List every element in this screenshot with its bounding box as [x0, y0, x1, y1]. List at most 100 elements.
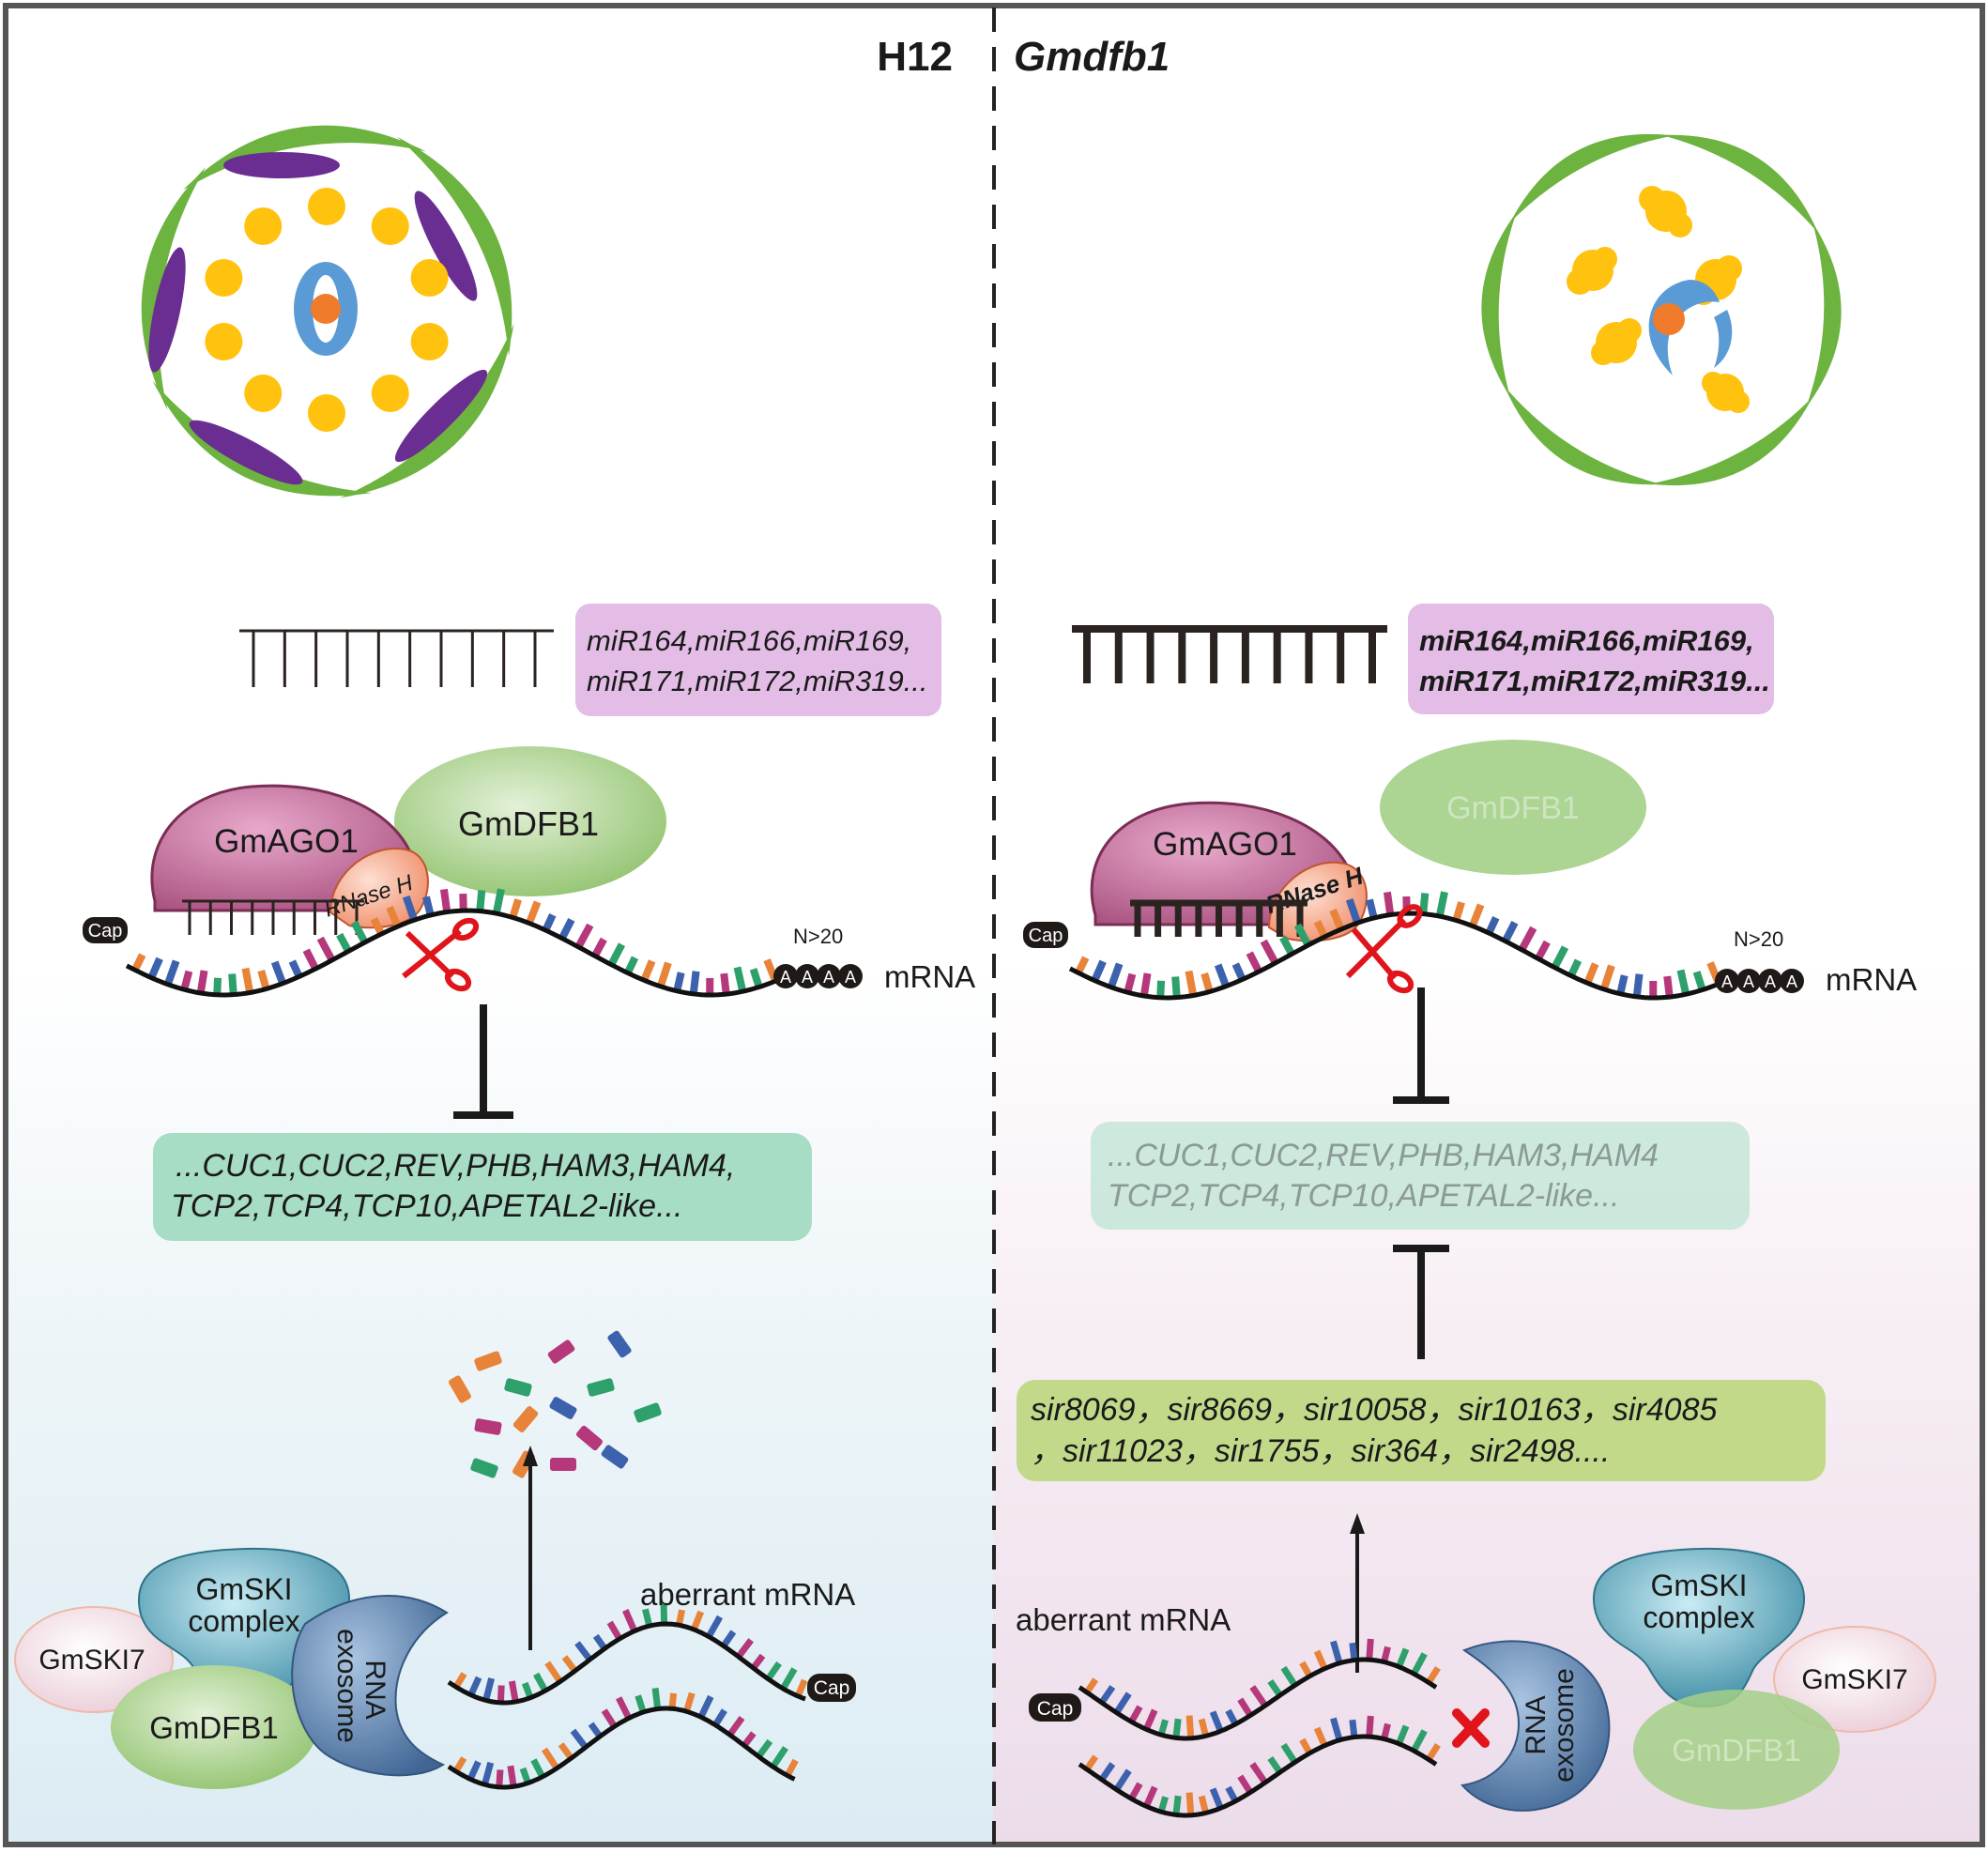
- inhibition-arrow-right-top: [1393, 987, 1449, 1104]
- nucleotide-base: [1485, 916, 1500, 935]
- rna-fragment: [549, 1397, 577, 1419]
- rna-exosome-right-shape: [1460, 1640, 1611, 1812]
- sepal: [1649, 397, 1813, 486]
- nucleotide-base: [402, 895, 419, 922]
- gmdfb1-protein-right-faded: [1380, 740, 1646, 875]
- nucleotide-base: [257, 970, 270, 990]
- cap-aberrant-label-left: Cap: [814, 1677, 850, 1699]
- nucleotide-base: [756, 1738, 773, 1759]
- nucleotide-base: [622, 1609, 638, 1633]
- nucleotide-base: [1185, 970, 1198, 997]
- stamen-dot: [410, 259, 449, 298]
- gmski7-protein-right: [1773, 1626, 1936, 1733]
- nucleotide-base: [683, 1691, 696, 1713]
- stamen: [205, 188, 449, 432]
- stamen-dot: [205, 259, 243, 298]
- mirna-list-right-line2: miR171,miR172,miR319...: [1419, 665, 1770, 697]
- nucleotide-base: [1616, 974, 1629, 995]
- nucleotide-base: [350, 920, 369, 944]
- gmski-label-left-line2: complex: [188, 1604, 299, 1638]
- rna-fragment: [470, 1458, 498, 1478]
- nucleotide-base: [656, 961, 672, 988]
- nucleotide-base: [750, 1653, 766, 1671]
- carpel: [294, 262, 358, 356]
- nucleotide-base: [336, 932, 352, 954]
- rna-exosome-label-right-line1: RNA: [1521, 1695, 1552, 1754]
- gmdfb1-protein-left-bottom: [111, 1665, 317, 1789]
- nucleotide-base: [1551, 945, 1569, 970]
- mirna-box-right: [1408, 604, 1774, 714]
- nucleotide-base: [1518, 926, 1537, 952]
- nucleotide-base: [1084, 1677, 1099, 1694]
- nucleotide-base: [370, 917, 385, 936]
- svg-text:A: A: [823, 968, 834, 987]
- stamen-dot: [308, 188, 345, 225]
- cap-aberrant-right: [1029, 1693, 1081, 1722]
- nucleotide-base: [302, 948, 319, 971]
- target-genes-right-line2: TCP2,TCP4,TCP10,APETAL2-like...: [1108, 1178, 1619, 1214]
- nucleotide-base: [1113, 1691, 1132, 1715]
- nucleotide-base: [558, 918, 575, 941]
- nucleotide-base: [1535, 940, 1551, 961]
- nucleotide-base: [640, 959, 656, 982]
- mrna-backbone: [125, 908, 785, 998]
- nucleotide-base: [1426, 1666, 1441, 1685]
- nucleotide-base: [1349, 1642, 1358, 1661]
- nucleotide-base: [1225, 1708, 1239, 1726]
- nucleotide-base: [1381, 1722, 1391, 1740]
- nucleotide-base: [624, 956, 639, 975]
- nucleotide-base: [1313, 1726, 1328, 1748]
- nucleotide-base: [651, 1688, 662, 1709]
- nucleotide-base: [720, 972, 730, 995]
- nucleotide-base: [1299, 1661, 1313, 1678]
- stamen-dot: [410, 322, 449, 360]
- nucleotide-base: [1329, 909, 1345, 931]
- sirna-box: [1017, 1380, 1826, 1481]
- rna-fragment: [576, 1425, 603, 1451]
- n20-label-left: N>20: [793, 925, 843, 948]
- target-genes-left-line1: ...CUC1,CUC2,REV,PHB,HAM3,HAM4,: [176, 1148, 735, 1184]
- cap-aberrant-left: [807, 1674, 856, 1702]
- nucleotide-base: [241, 967, 254, 994]
- nucleotide-base: [228, 973, 237, 995]
- nucleotide-base: [467, 1676, 482, 1697]
- nucleotide-base: [1452, 901, 1465, 922]
- mrna-label-right: mRNA: [1826, 962, 1917, 997]
- rnaseh-domain-right: [1267, 861, 1368, 942]
- gmdfb1-label-left: GmDFB1: [458, 804, 599, 843]
- mrna-backbone: [447, 1621, 806, 1706]
- nucleotide-base: [497, 1685, 505, 1704]
- nucleotide-base: [1663, 975, 1674, 998]
- nucleotide-base: [521, 1681, 534, 1699]
- rnaseh-domain-left: [329, 848, 429, 929]
- nucleotide-base: [1383, 891, 1395, 916]
- mrna-label-left: mRNA: [884, 959, 975, 994]
- deformed-carpel: [1648, 280, 1733, 375]
- nucleotide-base: [784, 1758, 799, 1778]
- stamen-dot: [371, 374, 409, 412]
- nucleotide-base: [526, 900, 542, 926]
- nucleotide-base: [1381, 1645, 1391, 1663]
- nucleotide-base: [607, 942, 626, 967]
- sirna-list-line1: sir8069，sir8669，sir10058，sir10163，sir408…: [1031, 1392, 1717, 1428]
- rna-fragment: [512, 1406, 539, 1432]
- nucleotide-base: [726, 1716, 745, 1737]
- nucleotide-base: [1293, 923, 1312, 947]
- nucleotide-base: [452, 1672, 467, 1690]
- nucleotide-base: [316, 936, 336, 962]
- nucleotide-base: [1225, 1785, 1239, 1803]
- nucleotide-base: [1143, 1785, 1158, 1808]
- mrna-backbone: [1068, 911, 1728, 1001]
- nucleotide-base: [1237, 1697, 1254, 1718]
- nucleotide-base: [1366, 1715, 1374, 1737]
- nucleotide-base: [735, 1638, 754, 1660]
- nucleotide-base: [749, 968, 763, 988]
- nucleotide-base: [1567, 958, 1583, 978]
- nucleotide-base: [660, 1602, 668, 1625]
- nucleotide-base: [1330, 1717, 1343, 1741]
- sirna-list-line2: ，sir11023，sir1755，sir364，sir2498....: [1031, 1433, 1610, 1469]
- nucleotide-base: [163, 959, 180, 986]
- nucleotide-base: [1091, 959, 1107, 983]
- cap-right: [1023, 922, 1068, 948]
- nucleotide-base: [1231, 962, 1246, 982]
